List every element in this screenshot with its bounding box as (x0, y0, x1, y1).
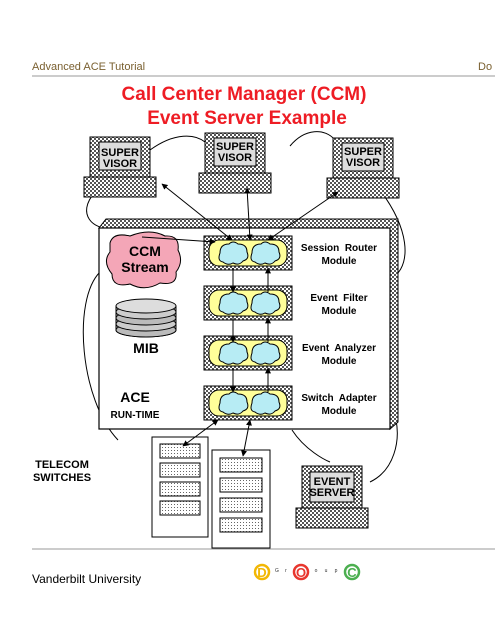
module-label-line1: Session Router (301, 243, 377, 254)
supervisor-label-line2: VISOR (103, 158, 137, 170)
logo-letter-c: C (347, 565, 357, 580)
supervisor-label-line1: SUPER (344, 146, 382, 158)
module-cloud-icon (250, 391, 281, 415)
title-line1: Call Center Manager (CCM) (122, 84, 367, 105)
ccm-stream-blob: CCM Stream (106, 231, 182, 289)
logo-small-g: G (275, 568, 279, 574)
header-left: Advanced ACE Tutorial (32, 61, 146, 73)
module-connectors (230, 267, 271, 393)
logo-o-ring (292, 563, 310, 581)
supervisor-label-line2: VISOR (346, 157, 380, 169)
telecom-label-line1: TELECOM (35, 459, 89, 471)
switch-arrows (182, 419, 252, 457)
supervisor-terminal: SUPER VISOR (198, 132, 272, 194)
module-label-line2: Module (322, 256, 357, 267)
supervisor-arrows (141, 183, 339, 245)
module-cloud-icon (218, 241, 249, 265)
logo-small-r: r (285, 568, 287, 574)
module-cloud-icon (218, 341, 249, 365)
ccm-stream-label-line2: Stream (121, 259, 168, 275)
module-label-line2: Module (322, 406, 357, 417)
logo-small-o: o (315, 568, 318, 574)
supervisor-terminal: SUPER VISOR (326, 137, 400, 199)
module-cloud-icon (250, 241, 281, 265)
footer-left: Vanderbilt University (32, 572, 141, 586)
supervisor-terminal: SUPER VISOR (83, 136, 157, 198)
module-label-line2: Module (322, 356, 357, 367)
event-server-label-line2: SERVER (309, 487, 354, 499)
supervisor-label-line1: SUPER (216, 141, 254, 153)
telecom-switch-rack (151, 436, 209, 538)
logo-letter-d: D (257, 565, 266, 580)
supervisor-label-line1: SUPER (101, 147, 139, 159)
logo-d-ring (253, 563, 271, 581)
logo-c-ring (343, 563, 361, 581)
header-right: Do (478, 61, 493, 73)
ace-label: ACE (120, 389, 150, 405)
mib-database-icon (115, 298, 177, 338)
module-cloud-icon (250, 341, 281, 365)
module-label-line1: Event Filter (310, 293, 367, 304)
telecom-switch-rack (211, 449, 271, 549)
logo-small-p: p (335, 568, 338, 574)
ace-runtime-label: RUN-TIME (111, 410, 160, 421)
logo-letter-o: O (296, 565, 306, 580)
title-line2: Event Server Example (147, 108, 347, 129)
telecom-label-line2: SWITCHES (33, 472, 91, 484)
module-cloud-icon (250, 291, 281, 315)
module-label-line1: Event Analyzer (302, 343, 376, 354)
ccm-stream-label-line1: CCM (129, 243, 161, 259)
event-server-label-line1: EVENT (314, 476, 351, 488)
event-server-terminal: EVENT SERVER (295, 465, 369, 529)
supervisor-label-line2: VISOR (218, 152, 252, 164)
mib-label: MIB (133, 340, 159, 356)
doc-group-logo: D G r O o u p C (253, 563, 361, 581)
module-cloud-icon (218, 291, 249, 315)
module-cloud-icon (218, 391, 249, 415)
logo-small-u: u (325, 568, 328, 574)
module-label-line2: Module (322, 306, 357, 317)
module-label-line1: Switch Adapter (301, 393, 376, 404)
